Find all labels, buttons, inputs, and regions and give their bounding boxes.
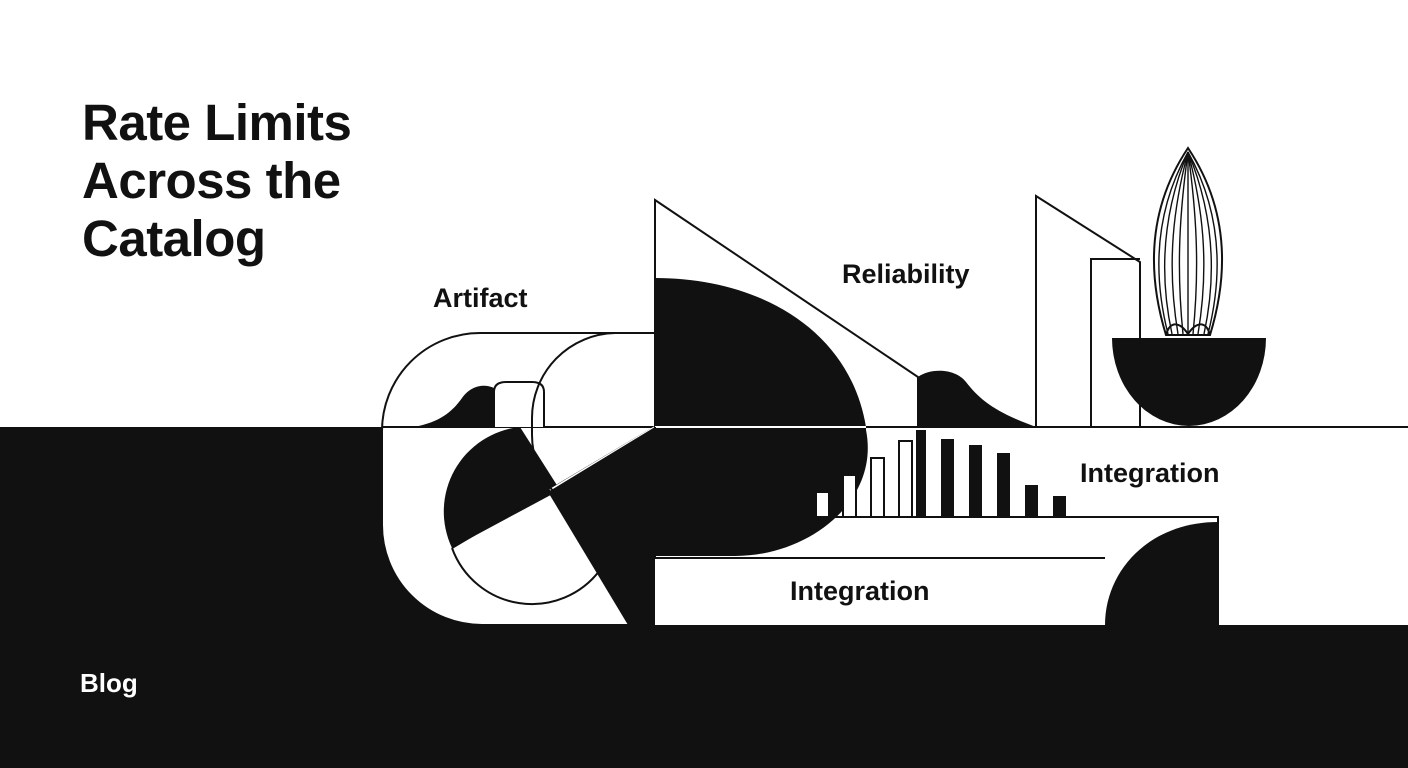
middle-hill xyxy=(918,370,1036,427)
u-half-disc xyxy=(443,427,560,548)
title-line-3: Catalog xyxy=(82,210,266,267)
title-line-1: Rate Limits xyxy=(82,94,352,151)
title-line-2: Across the xyxy=(82,152,341,209)
label-reliability: Reliability xyxy=(842,259,970,289)
label-integration-lower: Integration xyxy=(790,576,930,606)
bar-graph-icon xyxy=(815,430,1066,518)
right-triangle xyxy=(1035,194,1141,428)
left-hill xyxy=(414,385,494,427)
label-integration-upper: Integration xyxy=(1080,458,1220,488)
down-wedge xyxy=(548,427,655,625)
leaf-plant-icon xyxy=(1112,146,1266,426)
label-artifact: Artifact xyxy=(433,283,528,313)
big-black-quarter xyxy=(655,278,868,556)
blog-tag[interactable]: Blog xyxy=(80,668,138,698)
right-quarter xyxy=(1105,522,1218,625)
